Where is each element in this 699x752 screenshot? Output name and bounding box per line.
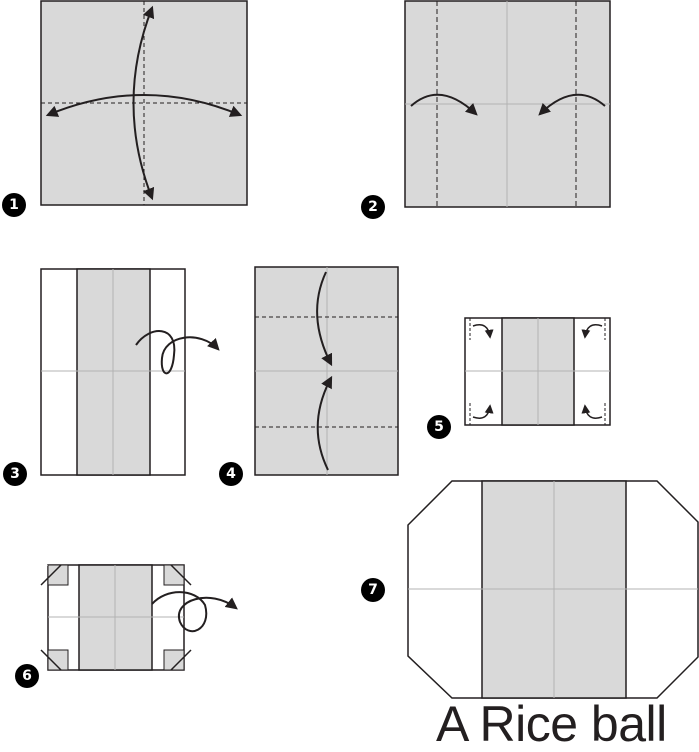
step-5-badge: 5 — [427, 415, 451, 439]
step-3-turn-over-icon — [135, 330, 220, 375]
step-6-badge: 6 — [15, 664, 39, 688]
step-5-arrow-top-left-icon — [472, 324, 494, 339]
step-3-diagram — [40, 268, 220, 476]
step-6-cutout-top-left — [40, 565, 48, 573]
step-4-bottom-fold-arrow-icon — [316, 375, 333, 471]
step-5-arrow-bottom-right-icon — [581, 404, 603, 419]
step-2-diagram — [404, 0, 611, 208]
step-6-corner-flap-bottom-left — [47, 649, 69, 671]
step-4-badge: 4 — [219, 462, 243, 486]
step-5-arrow-top-right-icon — [581, 324, 603, 339]
step-4-diagram — [254, 266, 399, 476]
step-5-diagram — [464, 317, 611, 426]
step-2-badge: 2 — [361, 195, 385, 219]
step-6-corner-edge-top-right — [170, 564, 192, 586]
step-6-corner-flap-bottom-right — [163, 649, 185, 671]
step-2-right-fold-arrow-icon — [538, 93, 606, 116]
step-4-top-fold-arrow-icon — [316, 271, 333, 367]
step-2-left-fold-arrow-icon — [410, 93, 478, 116]
step-6-corner-edge-top-left — [40, 564, 62, 586]
step-7-diagram — [407, 480, 699, 699]
diagram-title: A Rice ball — [436, 696, 667, 752]
step-7-badge: 7 — [361, 578, 385, 602]
step-5-arrow-bottom-left-icon — [472, 404, 494, 419]
step-1-diagram — [40, 0, 248, 206]
step-6-turn-over-icon — [151, 591, 238, 633]
step-3-badge: 3 — [3, 462, 27, 486]
step-6-corner-edge-bottom-left — [40, 649, 62, 671]
step-1-vertical-fold-arrow-icon — [132, 5, 155, 201]
step-6-corner-flap-top-right — [163, 564, 185, 586]
step-6-diagram — [40, 564, 238, 671]
step-1-badge: 1 — [2, 193, 26, 217]
step-6-corner-edge-bottom-right — [170, 649, 192, 671]
